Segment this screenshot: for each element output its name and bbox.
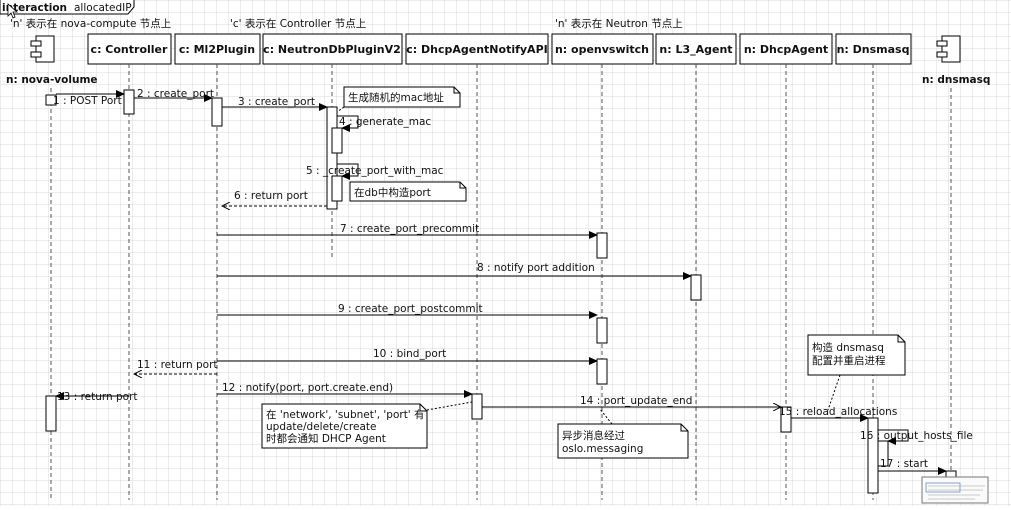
lifeline-dnsmasq-label: n: dnsmasq xyxy=(922,74,990,86)
note-dhcp-notify: 在 'network', 'subnet', 'port' 有 update/d… xyxy=(261,401,473,449)
note-text: 在 'network', 'subnet', 'port' 有 xyxy=(266,408,425,421)
message-label: 11 : return port xyxy=(137,359,218,371)
lifeline-nova-volume-label: n: nova-volume xyxy=(6,74,98,86)
lifeline-l3-agent: n: L3_Agent xyxy=(655,33,737,65)
message-label: 6 : return port xyxy=(234,190,308,202)
message-label: 17 : start xyxy=(880,458,928,470)
note-text: 时都会通知 DHCP Agent xyxy=(266,432,386,445)
activation-bars xyxy=(45,89,957,494)
note-generate-mac: 生成随机的mac地址 xyxy=(336,86,461,113)
note-text: 在db中构造port xyxy=(354,186,431,199)
cursor-icon xyxy=(7,3,19,19)
heading-nova-compute: 'n' 表示在 nova-compute 节点上 xyxy=(10,17,171,30)
note-dnsmasq-config: 构造 dnsmasq 配置并重启进程 xyxy=(807,334,906,411)
note-text: update/delete/create xyxy=(266,421,376,433)
message-label: 4 : generate_mac xyxy=(339,116,431,128)
message-label: 8 : notify port addition xyxy=(477,262,595,274)
message-label: 14 : port_update_end xyxy=(580,395,692,407)
heading-controller: 'c' 表示在 Controller 节点上 xyxy=(230,17,366,30)
lifeline-controller: c: Controller xyxy=(87,33,172,65)
message-label: 1 : POST Port xyxy=(53,95,122,107)
message-label: 2 : create_port xyxy=(137,88,214,100)
message-label: 10 : bind_port xyxy=(373,348,446,360)
note-build-port-in-db: 在db中构造port xyxy=(349,181,467,202)
message-label: 12 : notify(port, port.create.end) xyxy=(222,382,393,394)
message-arrows xyxy=(55,90,947,475)
note-async-messaging: 异步消息经过 oslo.messaging xyxy=(557,408,689,459)
lifeline-dhcpagent: n: DhcpAgent xyxy=(739,33,833,65)
lifeline-openvswitch: n: openvswitch xyxy=(551,33,654,65)
message-labels: 1 : POST Port 2 : create_port 3 : create… xyxy=(53,88,973,470)
heading-neutron: 'n' 表示在 Neutron 节点上 xyxy=(555,17,683,30)
note-text: 构造 dnsmasq xyxy=(812,341,884,354)
lifeline-label: c: Ml2Plugin xyxy=(179,43,255,56)
component-icon xyxy=(936,35,961,63)
lifeline-label: c: DhcpAgentNotifyAPI xyxy=(406,43,547,56)
message-label: 5 : _create_port_with_mac xyxy=(306,165,444,177)
lifeline-label: c: NeutronDbPluginV2 xyxy=(263,43,401,56)
lifeline-label: n: DhcpAgent xyxy=(744,43,828,56)
lifeline-label: n: openvswitch xyxy=(555,43,649,56)
lifeline-label: n: Dnsmasq xyxy=(837,43,910,56)
lifeline-ml2plugin: c: Ml2Plugin xyxy=(174,33,261,65)
lifeline-label: c: Controller xyxy=(91,43,168,56)
note-text: 配置并重启进程 xyxy=(812,354,886,367)
message-label: 16 : output_hosts_file xyxy=(860,430,973,442)
note-text: 异步消息经过 xyxy=(562,429,625,442)
message-label: 7 : create_port_precommit xyxy=(340,223,479,235)
overview-thumbnail[interactable] xyxy=(921,476,989,504)
lifeline-label: n: L3_Agent xyxy=(659,43,732,56)
component-icon xyxy=(30,35,55,63)
lifeline-dashes xyxy=(50,64,952,500)
message-label: 3 : create_port xyxy=(238,96,315,108)
message-label: 13 : return port xyxy=(57,391,138,403)
frame-keyword: interaction xyxy=(2,2,67,14)
lifeline-dnsmasq-object: n: Dnsmasq xyxy=(835,33,912,65)
lifeline-dhcpagentnotifyapi: c: DhcpAgentNotifyAPI xyxy=(405,33,549,65)
frame-name: allocatedIP xyxy=(74,2,132,14)
message-label: 15 : reload_allocations xyxy=(779,406,897,418)
lifeline-neutrondbpluginv2: c: NeutronDbPluginV2 xyxy=(262,33,403,65)
interaction-frame-tab: interaction allocatedIP xyxy=(0,0,135,15)
note-text: 生成随机的mac地址 xyxy=(348,91,444,104)
note-text: oslo.messaging xyxy=(562,443,643,455)
message-label: 9 : create_port_postcommit xyxy=(338,303,483,315)
